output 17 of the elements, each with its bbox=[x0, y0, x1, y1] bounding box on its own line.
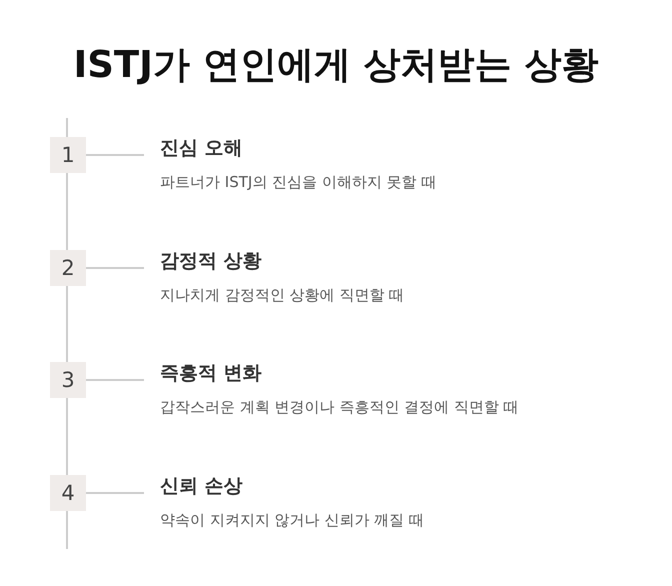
connector-line bbox=[86, 267, 144, 269]
item-heading: 신뢰 손상 bbox=[160, 474, 244, 499]
item-heading: 진심 오해 bbox=[160, 136, 244, 161]
connector-line bbox=[86, 379, 144, 381]
title: ISTJ가 연인에게 상처받는 상황 bbox=[72, 42, 600, 88]
item-heading: 감정적 상황 bbox=[160, 249, 263, 274]
connector-line bbox=[86, 492, 144, 494]
item-description: 약속이 지켜지지 않거나 신뢰가 깨질 때 bbox=[160, 511, 425, 530]
item-description: 갑작스러운 계획 변경이나 즉흥적인 결정에 직면할 때 bbox=[160, 398, 520, 417]
item-heading: 즉흥적 변화 bbox=[160, 361, 263, 386]
number-box: 4 bbox=[50, 475, 86, 511]
number-box: 1 bbox=[50, 137, 86, 173]
item-description: 지나치게 감정적인 상황에 직면할 때 bbox=[160, 286, 406, 305]
number-box: 3 bbox=[50, 362, 86, 398]
item-description: 파트너가 ISTJ의 진심을 이해하지 못할 때 bbox=[160, 173, 438, 192]
connector-line bbox=[86, 154, 144, 156]
number-box: 2 bbox=[50, 250, 86, 286]
